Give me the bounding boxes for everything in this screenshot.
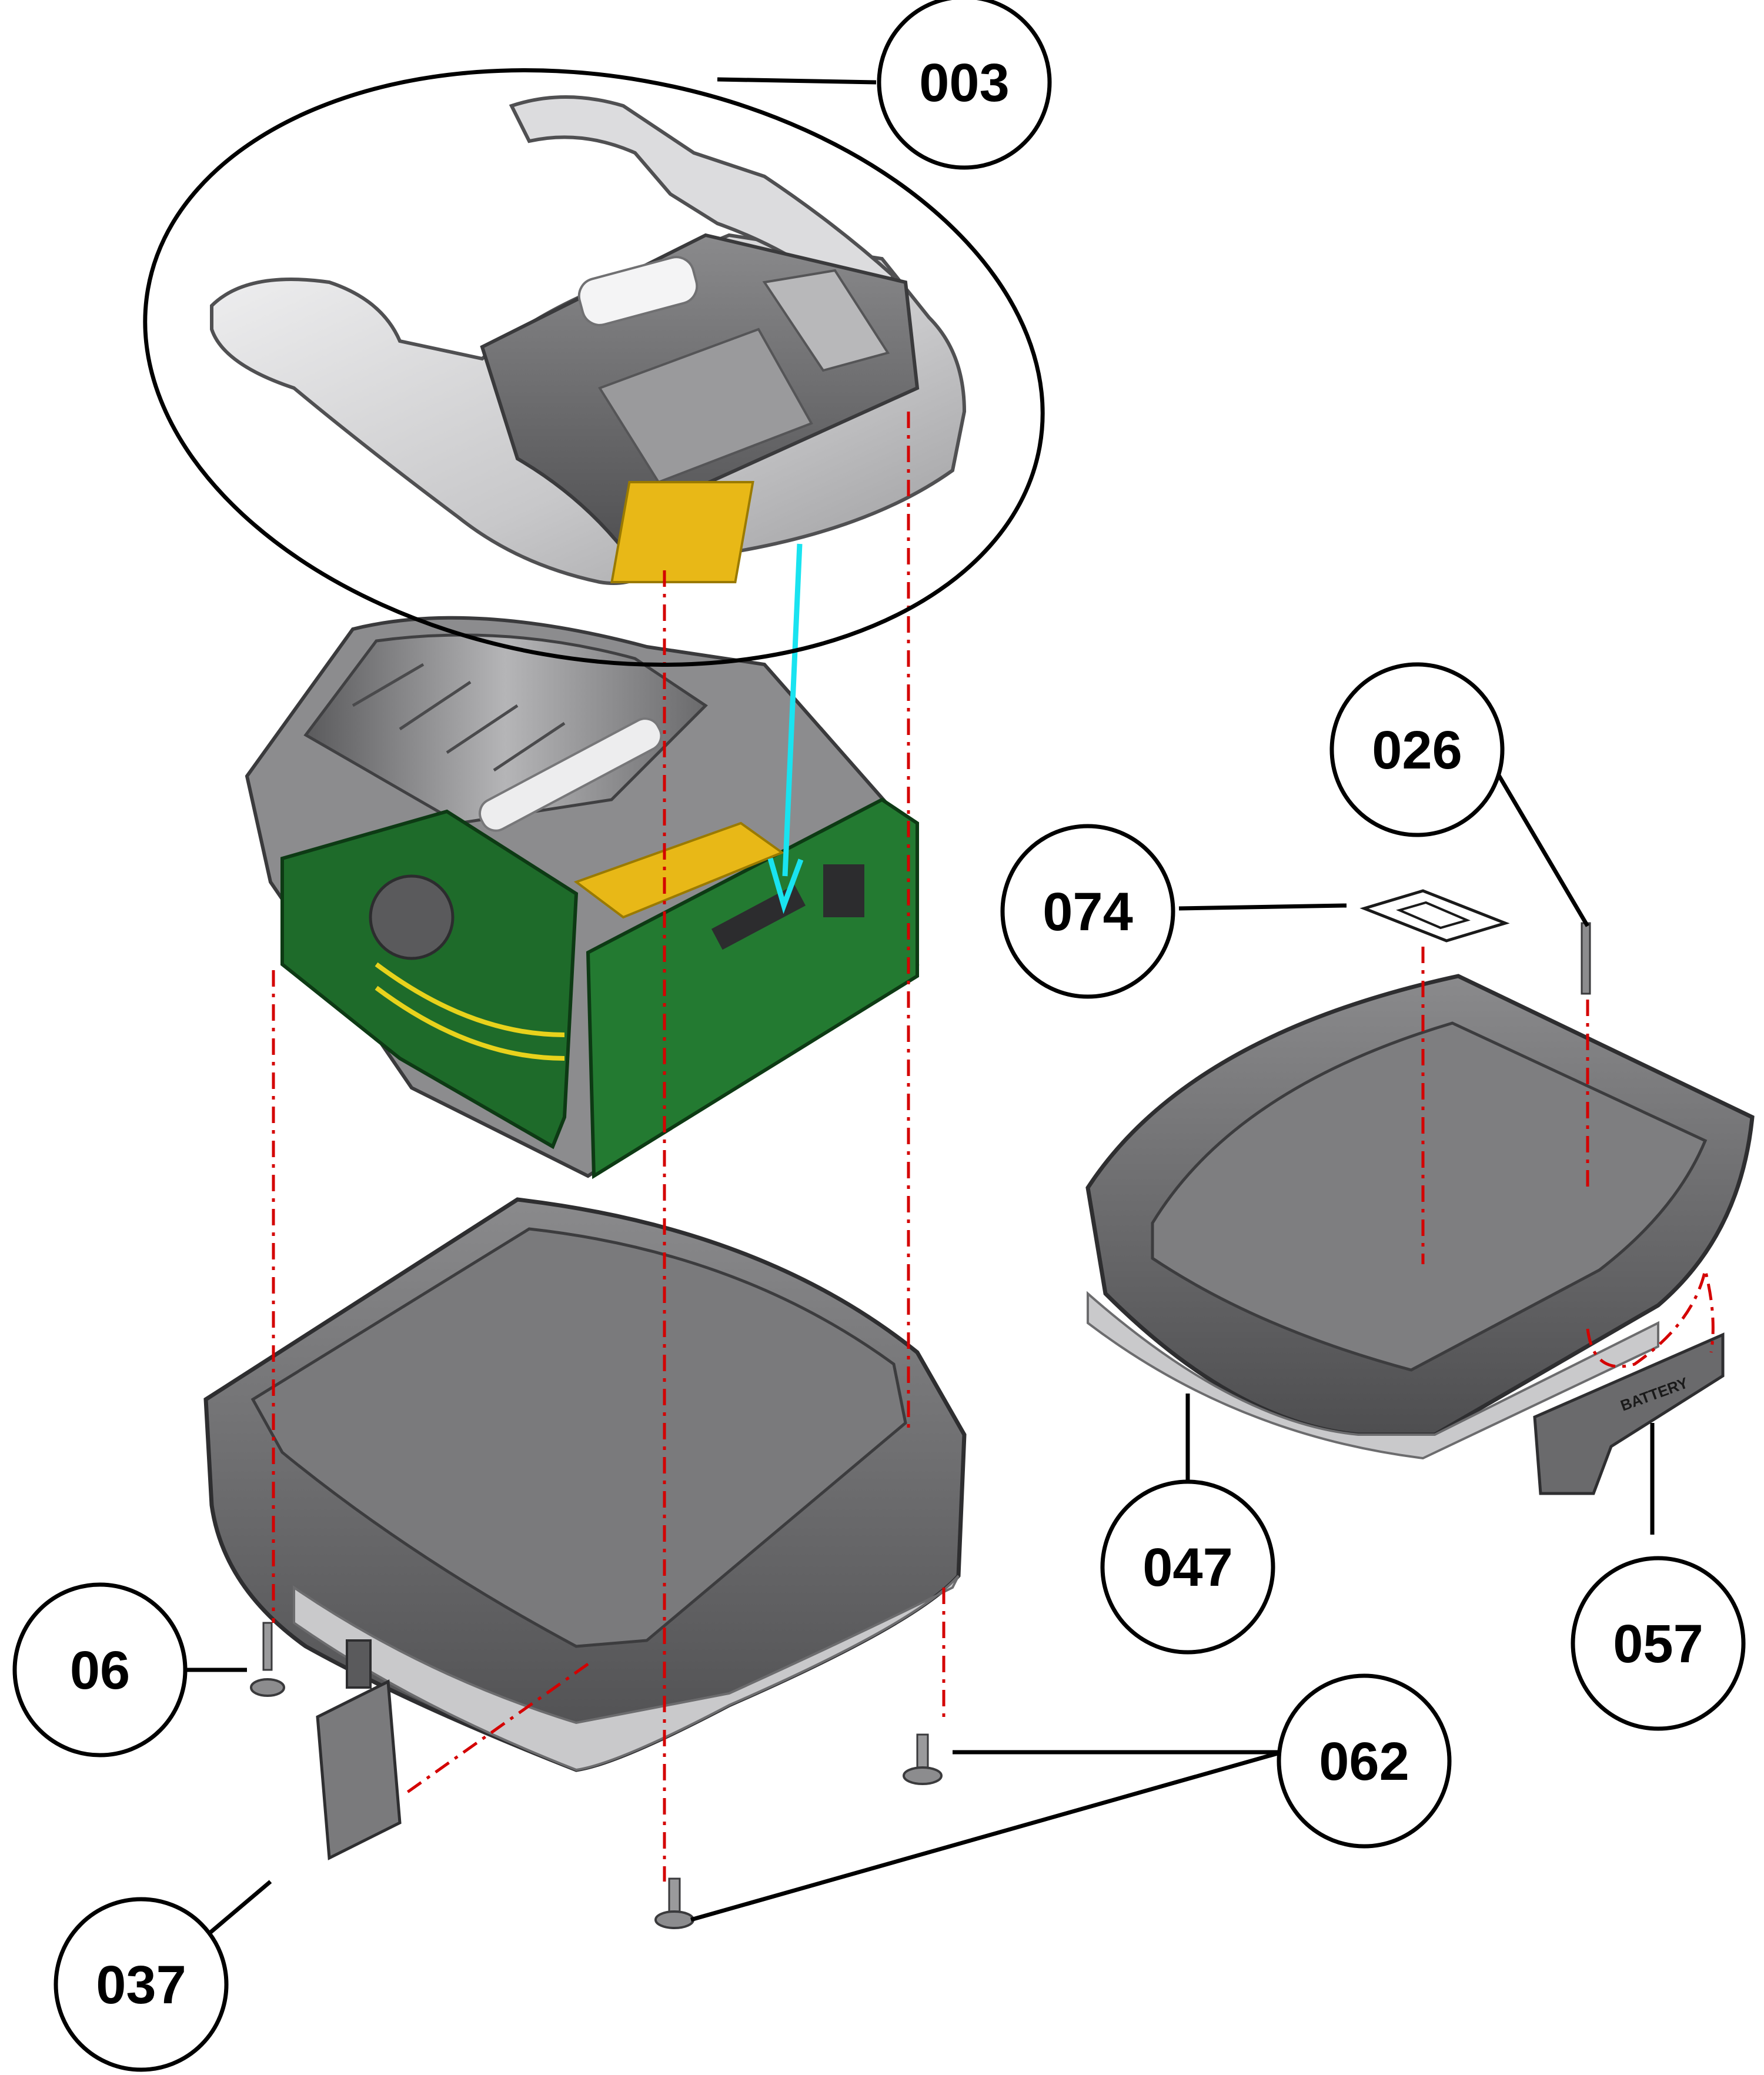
flex-cable-guide-arrow [767, 543, 804, 914]
screw-062-left [654, 1877, 694, 1929]
lower-housing-part [203, 1197, 967, 1772]
screw-062-right [903, 1733, 943, 1785]
callout-062-label: 062 [1319, 1732, 1409, 1792]
callout-047-label: 047 [1142, 1538, 1233, 1598]
callout-037: 037 [54, 1897, 229, 2072]
assembly-guide-lines [272, 412, 1715, 1882]
callout-057-label: 057 [1613, 1614, 1703, 1674]
battery-door-part: BATTERY [1533, 1332, 1725, 1495]
callout-026-label: 026 [1372, 720, 1462, 780]
print-mechanism-assembly [245, 616, 920, 1179]
callout-074: 074 [1000, 824, 1175, 999]
callout-003: 003 [877, 0, 1052, 170]
battery-housing-part [1085, 974, 1755, 1460]
callout-037-label: 037 [96, 1955, 186, 2015]
callout-06: 06 [12, 1582, 188, 1757]
callout-074-label: 074 [1043, 882, 1133, 942]
top-cover-part [210, 95, 967, 585]
gasket-part [1359, 889, 1510, 943]
callout-057: 057 [1571, 1556, 1746, 1731]
callout-026: 026 [1329, 662, 1505, 837]
pin-part [1581, 922, 1591, 995]
callout-047: 047 [1100, 1479, 1275, 1655]
label-plate-part [316, 1639, 402, 1860]
callout-003-label: 003 [919, 53, 1010, 113]
callout-06-label: 06 [70, 1640, 130, 1700]
callout-062: 062 [1277, 1673, 1452, 1849]
screw-06 [250, 1622, 285, 1697]
